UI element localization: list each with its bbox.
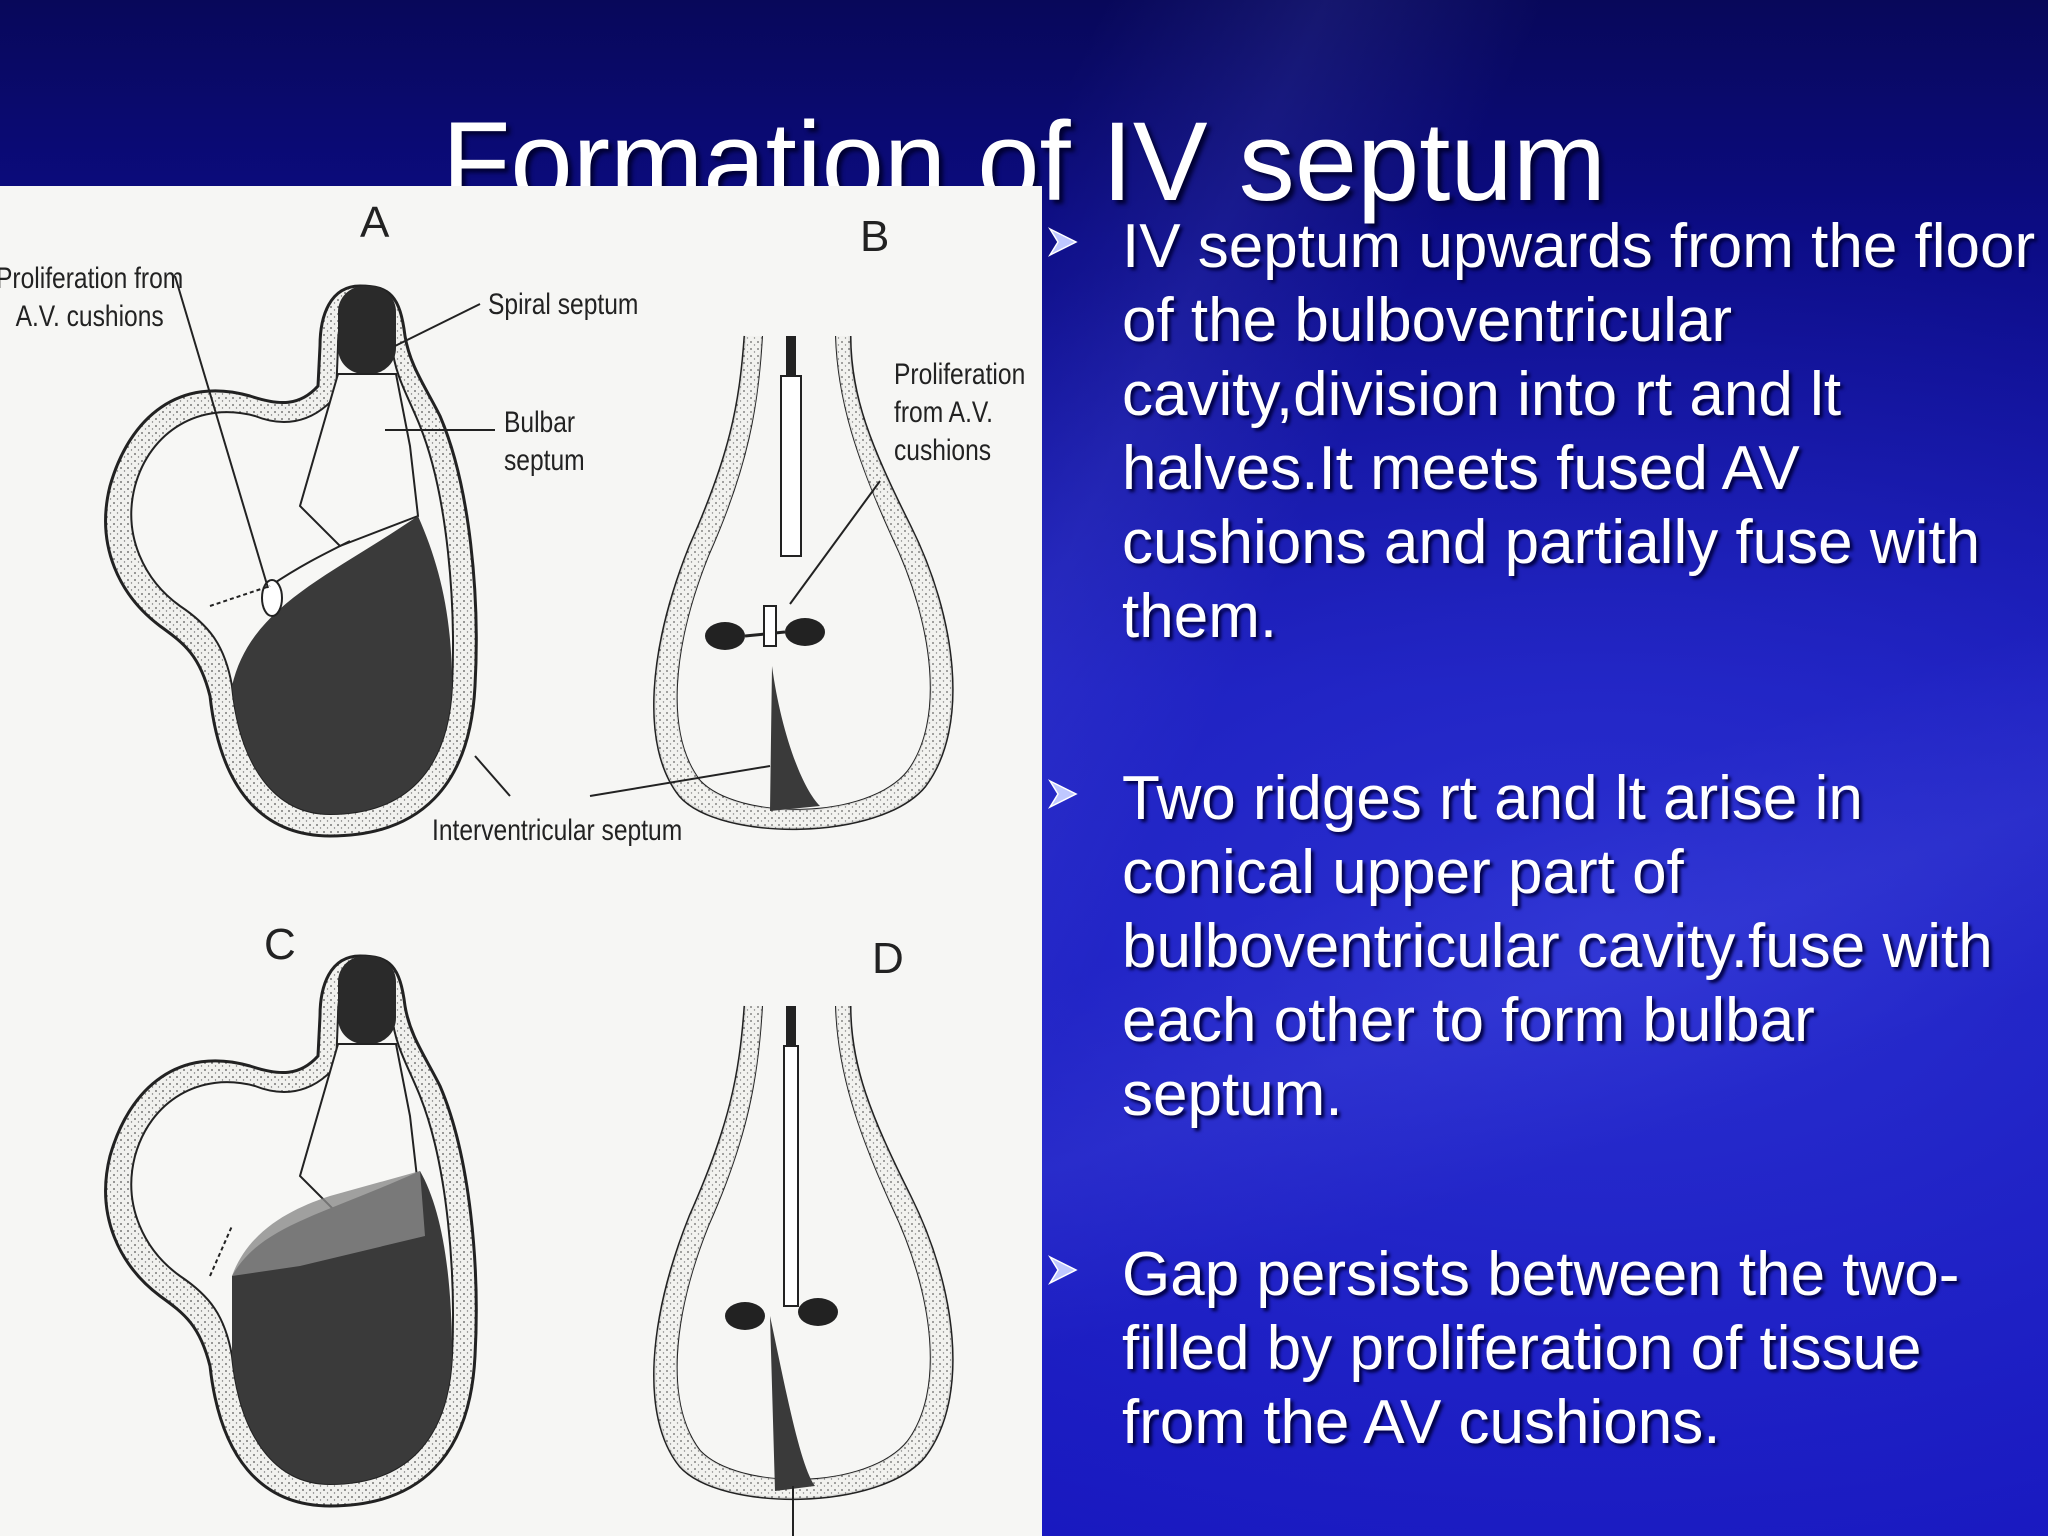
label-interventricular-septum: Interventricular septum: [432, 814, 683, 847]
panel-b-drawing: [589, 335, 954, 830]
panel-label-c: C: [264, 920, 296, 969]
panel-label-b: B: [860, 212, 890, 261]
heart-septum-diagram: [104, 275, 954, 1536]
panel-label-d: D: [872, 934, 904, 983]
panel-c-drawing: [104, 954, 478, 1508]
panel-a-drawing: [104, 275, 511, 838]
bullet-text: IV septum upwards from the floor of the …: [1122, 212, 2036, 651]
label-bulbar-septum: Bulbar septum: [504, 406, 585, 477]
label-spiral-septum: Spiral septum: [488, 288, 639, 321]
arrow-bullet-icon: [1047, 1252, 1088, 1292]
diagram-figure: A B C D Proliferation from A.V. cushions…: [0, 186, 1042, 1536]
label-proliferation-from-av-cushions-b: Proliferation from A.V. cushions: [894, 358, 1026, 467]
panel-d-drawing: [653, 1005, 954, 1536]
arrow-bullet-icon: [1047, 776, 1088, 816]
panel-label-a: A: [360, 198, 390, 247]
bullet-text: Gap persists between the two-filled by p…: [1122, 1240, 1960, 1457]
bullet-text: Two ridges rt and lt arise in conical up…: [1122, 764, 1993, 1129]
label-proliferation-from-av-cushions-a: Proliferation from A.V. cushions: [0, 262, 184, 333]
arrow-bullet-icon: [1047, 224, 1088, 264]
